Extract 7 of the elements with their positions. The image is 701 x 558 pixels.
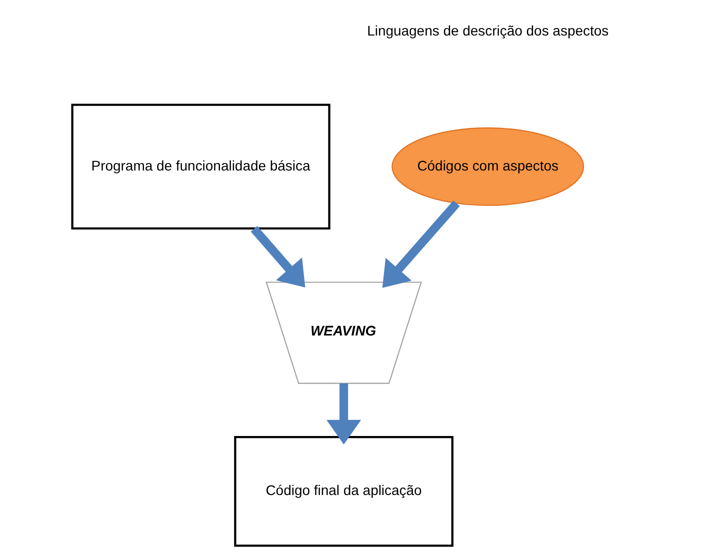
node-ellipse: Códigos com aspectos <box>392 127 584 206</box>
label: Linguagens de descrição dos aspectos <box>367 22 609 38</box>
arrow <box>382 200 460 288</box>
arrow <box>250 226 306 288</box>
node-box: Programa de funcionalidade básica <box>71 104 330 230</box>
node-box: Código final da aplicação <box>234 436 454 547</box>
arrow <box>326 383 362 445</box>
